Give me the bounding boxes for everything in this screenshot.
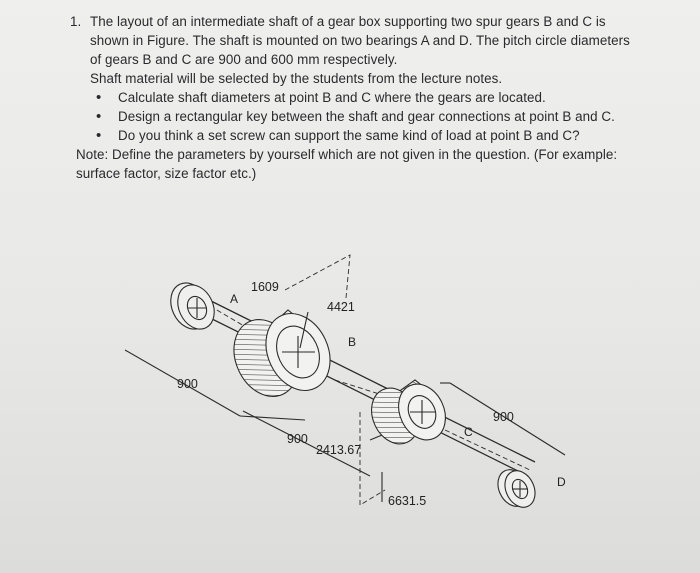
dimension-label-left: 900	[177, 377, 198, 391]
shaft-centerline-right	[444, 429, 531, 471]
label-b: B	[348, 335, 356, 349]
force-label-4421: 4421	[327, 300, 355, 314]
shaft-layout-figure: A B C D 1609 4421 2413.67 6631.5 900 900…	[110, 240, 580, 540]
question-block: 1. The layout of an intermediate shaft o…	[70, 12, 630, 183]
force-guide-1609	[284, 254, 351, 299]
dimension-line-left	[124, 349, 241, 417]
task-item-key-design: Design a rectangular key between the sha…	[96, 107, 630, 126]
bearing-d	[497, 469, 536, 508]
task-item-shaft-diameter: Calculate shaft diameters at point B and…	[96, 88, 630, 107]
force-guide-6631	[359, 412, 386, 506]
dimension-line-right	[449, 382, 566, 456]
shaft-diagram: A B C D 1609 4421 2413.67 6631.5 900 900…	[124, 254, 566, 508]
question-body: The layout of an intermediate shaft of a…	[90, 12, 630, 88]
gear-c	[371, 379, 446, 445]
task-list: Calculate shaft diameters at point B and…	[70, 88, 630, 145]
gear-b	[233, 309, 331, 397]
force-label-1609: 1609	[251, 280, 279, 294]
question-note: Note: Define the parameters by yourself …	[76, 147, 618, 181]
dimension-line-middle	[242, 410, 371, 477]
question-number: 1.	[70, 14, 82, 29]
question-intro: The layout of an intermediate shaft of a…	[90, 14, 630, 67]
question-material: Shaft material will be selected by the s…	[90, 71, 503, 86]
label-a: A	[230, 292, 238, 306]
dimension-label-right: 900	[493, 410, 514, 424]
force-label-6631: 6631.5	[388, 494, 426, 508]
label-d: D	[557, 475, 566, 489]
dimension-label-middle: 900	[287, 432, 308, 446]
question-header: 1. The layout of an intermediate shaft o…	[70, 12, 630, 88]
force-arrow-2413	[369, 434, 383, 441]
force-arrow-4421	[299, 311, 309, 349]
dimension-extension-left	[239, 415, 306, 421]
force-label-2413: 2413.67	[316, 443, 361, 457]
task-item-set-screw: Do you think a set screw can support the…	[96, 126, 630, 145]
label-c: C	[464, 425, 473, 439]
bearing-a	[170, 282, 215, 330]
